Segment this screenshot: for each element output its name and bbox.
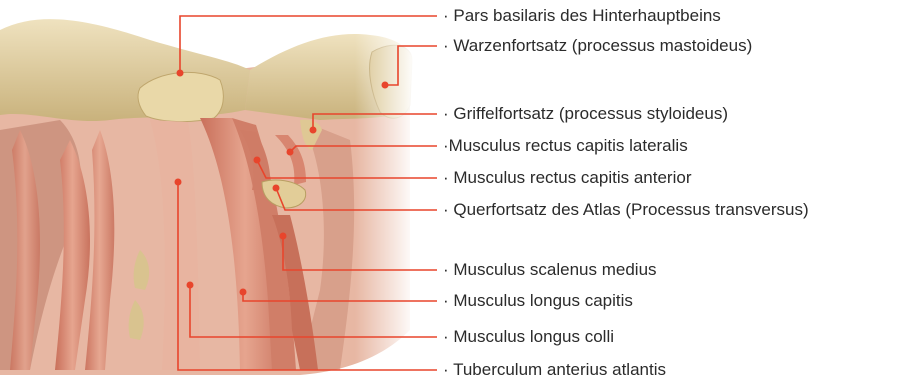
marker-dot-10 — [175, 179, 182, 186]
label-querfortsatz-atlas: · Querfortsatz des Atlas (Processus tran… — [443, 200, 809, 220]
marker-dot-2 — [382, 82, 389, 89]
label-rectus-capitis-anterior: · Musculus rectus capitis anterior — [443, 168, 691, 188]
marker-dot-7 — [280, 233, 287, 240]
marker-dot-1 — [177, 70, 184, 77]
label-longus-capitis: · Musculus longus capitis — [443, 291, 633, 311]
label-rectus-capitis-lateralis: ·Musculus rectus capitis lateralis — [443, 136, 688, 156]
label-tuberculum-anterius-atlantis: · Tuberculum anterius atlantis — [443, 360, 666, 380]
label-warzenfortsatz: · Warzenfortsatz (processus mastoideus) — [443, 36, 752, 56]
label-pars-basilaris: · Pars basilaris des Hinterhauptbeins — [443, 6, 721, 26]
label-scalenus-medius: · Musculus scalenus medius — [443, 260, 657, 280]
label-longus-colli: · Musculus longus colli — [443, 327, 614, 347]
marker-dot-9 — [187, 282, 194, 289]
marker-dot-5 — [254, 157, 261, 164]
marker-dot-8 — [240, 289, 247, 296]
marker-dot-4 — [287, 149, 294, 156]
marker-dot-6 — [273, 185, 280, 192]
marker-dot-3 — [310, 127, 317, 134]
label-griffelfortsatz: · Griffelfortsatz (processus styloideus) — [443, 104, 728, 124]
